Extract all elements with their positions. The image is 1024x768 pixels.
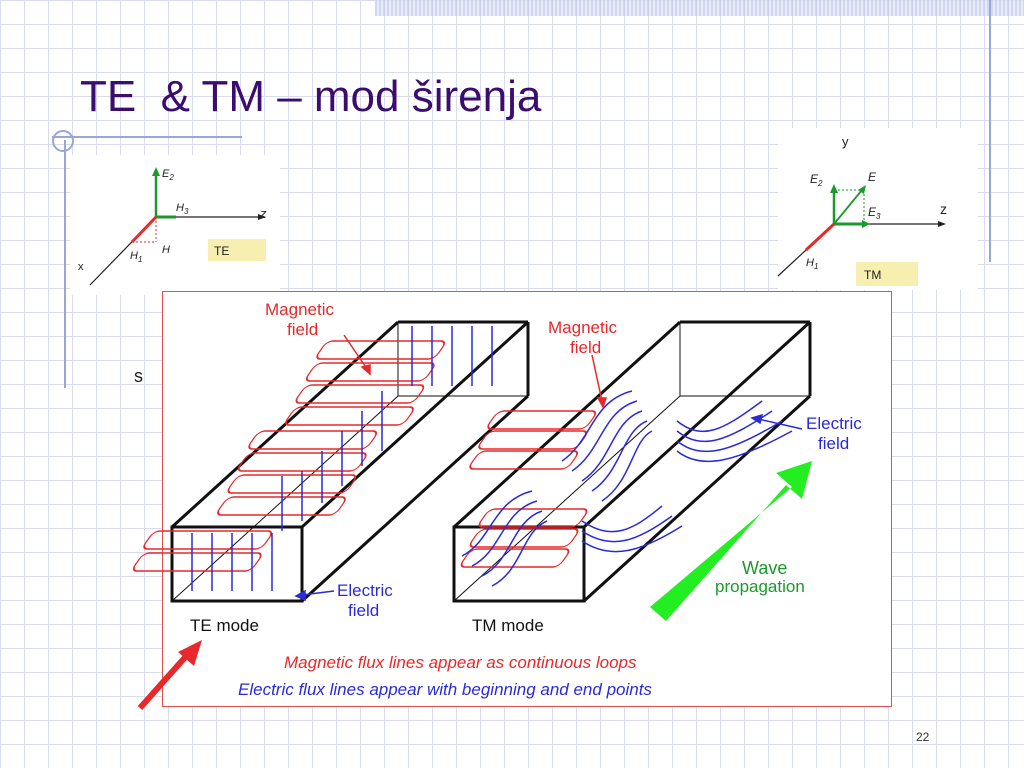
- wave-propagation-arrow: [650, 461, 812, 621]
- left-decor-line: [64, 140, 66, 388]
- slide-title: TE & TM – mod širenja: [80, 72, 542, 121]
- tm-e-vector: [833, 189, 863, 225]
- tm-tag: TM: [864, 268, 881, 282]
- caption-electric: Electric flux lines appear with beginnin…: [238, 680, 652, 699]
- tm-axes-diagram: y E2 E E3 z H1 TM: [777, 128, 978, 290]
- tm-electric-label-2: field: [818, 434, 849, 453]
- tm-magnetic-label-2: field: [570, 338, 601, 357]
- tm-electric-label-1: Electric: [806, 414, 862, 433]
- tm-magnetic-label-1: Magnetic: [548, 318, 617, 337]
- wave-label-1: Wave: [742, 558, 787, 578]
- tm-z-label: z: [940, 201, 947, 217]
- stray-text: s: [134, 366, 143, 386]
- svg-text:H1: H1: [806, 257, 818, 271]
- caption-magnetic: Magnetic flux lines appear as continuous…: [284, 653, 637, 672]
- label-arrows: [343, 334, 608, 409]
- title-decor-circle: [52, 130, 74, 152]
- te-magnetic-loops: [132, 340, 446, 572]
- svg-text:E2: E2: [810, 172, 823, 188]
- tm-y-label: y: [842, 134, 849, 149]
- svg-text:E3: E3: [868, 205, 881, 221]
- te-h1-label: H: [130, 250, 138, 262]
- te-x-label: x: [78, 261, 84, 273]
- tm-e3-label: E: [868, 205, 877, 219]
- red-pointer-arrow: [137, 640, 202, 710]
- te-electric-lines: [191, 326, 493, 591]
- te-h-label: H: [162, 244, 170, 256]
- te-electric-label-1: Electric: [337, 581, 393, 600]
- title-underline: [52, 136, 242, 138]
- te-magnetic-label-2: field: [287, 320, 318, 339]
- tm-electric-lines: [461, 390, 793, 587]
- te-tag: TE: [214, 244, 229, 258]
- slide-number: 22: [916, 730, 930, 744]
- te-h1-vector: [130, 215, 158, 244]
- tm-e-label: E: [868, 170, 877, 184]
- te-axes-diagram: E2 H3 z x H1 H TE: [70, 155, 280, 295]
- te-mode-label: TE mode: [190, 616, 259, 635]
- right-decor-line: [989, 0, 991, 262]
- tm-waveguide: [452, 320, 812, 603]
- tm-mode-label: TM mode: [472, 616, 544, 635]
- te-electric-label-2: field: [348, 601, 379, 620]
- waveguide-figure: Magnetic field Electric field TE mode Ma…: [132, 291, 892, 707]
- tm-e2-label: E: [810, 172, 819, 186]
- top-decor-band: [375, 0, 1024, 16]
- te-magnetic-label-1: Magnetic: [265, 300, 334, 319]
- svg-text:H3: H3: [176, 202, 189, 216]
- te-h3-label: H: [176, 202, 184, 214]
- svg-text:E2: E2: [162, 168, 174, 182]
- te-z-label: z: [259, 206, 267, 221]
- wave-label-2: propagation: [715, 577, 805, 596]
- te-e2-label: E: [162, 168, 170, 180]
- tm-h1-vector: [804, 222, 836, 252]
- tm-h1-label: H: [806, 257, 814, 269]
- svg-text:H1: H1: [130, 250, 142, 264]
